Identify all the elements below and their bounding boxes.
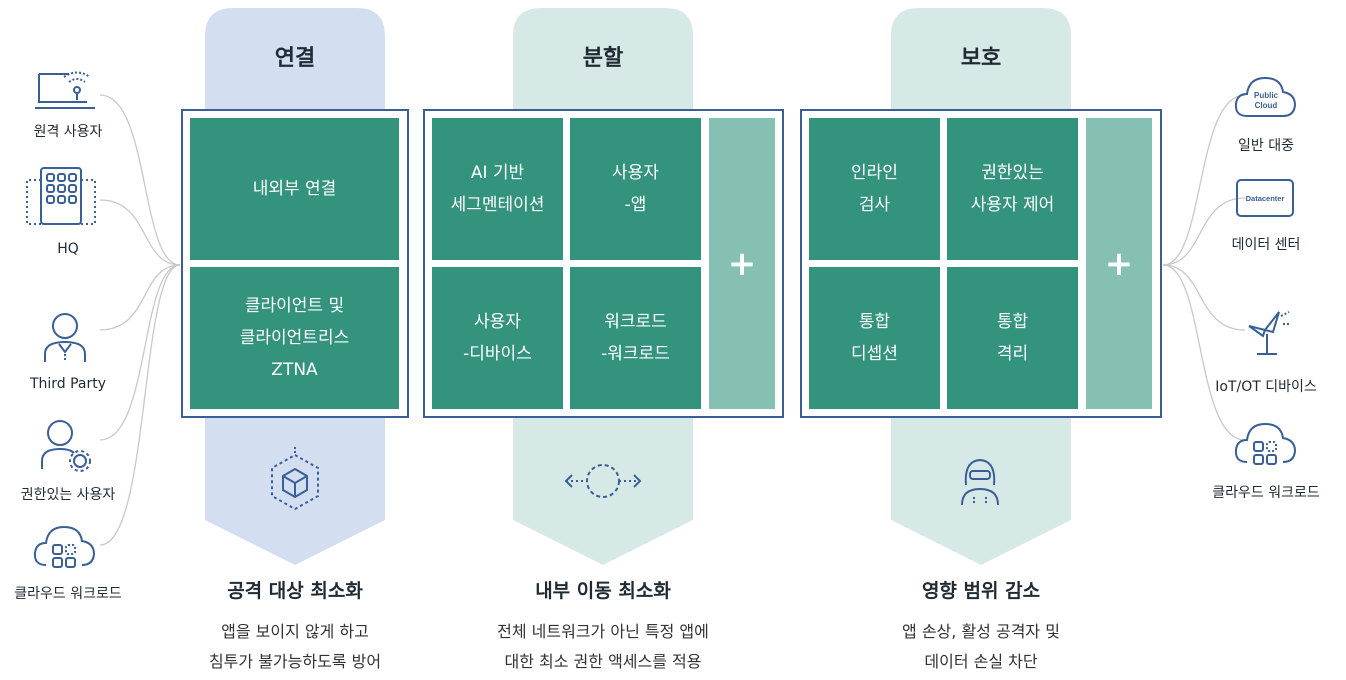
datacenter-text: Datacenter [1246, 194, 1285, 203]
segment-heading: 내부 이동 최소화 [535, 580, 671, 602]
cloud-workload-icon [33, 525, 96, 568]
left-item-remote-user: 원격 사용자 [33, 124, 103, 140]
plus-icon: + [1104, 243, 1134, 284]
segment-title: 분할 [582, 46, 624, 71]
building-icon [26, 167, 96, 225]
left-item-third-party: Third Party [29, 376, 107, 392]
connect-title: 연결 [274, 46, 316, 71]
left-item-privileged-user: 권한있는 사용자 [20, 487, 116, 503]
third-party-person-icon [44, 313, 86, 362]
segment-plus-tile: + [709, 118, 775, 409]
right-item-cloud-workload: 클라우드 워크로드 [1212, 485, 1320, 501]
public-cloud-text-line2: Cloud [1255, 101, 1278, 110]
tile-inline-inspection: 인라인 검사 [809, 118, 940, 260]
connect-heading: 공격 대상 최소화 [227, 580, 363, 602]
tile-ai-segmentation: AI 기반 세그멘테이션 [432, 118, 563, 260]
hooded-attacker-icon [961, 458, 999, 506]
iot-wind-turbine-icon [1248, 311, 1291, 355]
tile-user-device: 사용자 -디바이스 [432, 267, 563, 409]
public-cloud-icon: Public Cloud [1234, 76, 1297, 117]
tile-integrated-isolation: 통합 격리 [947, 267, 1078, 409]
tile-integrated-deception: 통합 디셉션 [809, 267, 940, 409]
protect-plus-tile: + [1086, 118, 1152, 409]
remote-laptop-icon [35, 71, 95, 109]
datacenter-icon: Datacenter [1236, 179, 1294, 217]
tile-ztna: 클라이언트 및 클라이언트리스 ZTNA [190, 267, 399, 409]
cube-network-icon [271, 447, 319, 511]
cloud-workload-right-icon [1234, 422, 1297, 465]
tile-user-app: 사용자 -앱 [570, 118, 701, 260]
tile-internal-external-connection: 내외부 연결 [190, 118, 399, 260]
protect-description: 앱 손상, 활성 공격자 및 데이터 손실 차단 [902, 622, 1060, 671]
tile-privileged-user-control: 권한있는 사용자 제어 [947, 118, 1078, 260]
public-cloud-text-line1: Public [1254, 91, 1279, 100]
right-item-data-center: 데이터 센터 [1231, 237, 1301, 253]
left-item-cloud-workload: 클라우드 워크로드 [14, 586, 122, 602]
left-item-hq: HQ [57, 241, 79, 257]
protect-heading: 영향 범위 감소 [921, 580, 1041, 602]
tile-workload-workload: 워크로드 -워크로드 [570, 267, 701, 409]
right-item-general-public: 일반 대중 [1238, 138, 1294, 154]
segmentation-flow-icon [564, 464, 642, 498]
plus-icon: + [727, 243, 757, 284]
protect-title: 보호 [960, 46, 1002, 71]
right-item-iot-ot-devices: IoT/OT 디바이스 [1215, 379, 1317, 395]
segment-description: 전체 네트워크가 아닌 특정 앱에 대한 최소 권한 액세스를 적용 [497, 622, 709, 671]
connect-description: 앱을 보이지 않게 하고 침투가 불가능하도록 방어 [208, 622, 382, 671]
privileged-user-icon [41, 420, 91, 472]
